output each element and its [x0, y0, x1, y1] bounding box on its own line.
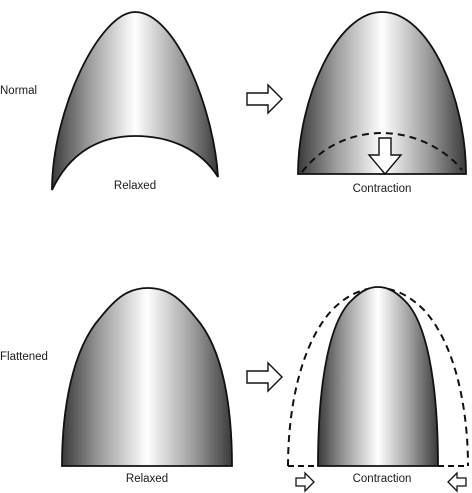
- label-relaxed-flattened: Relaxed: [126, 473, 168, 485]
- inward-arrow-left-icon: [295, 471, 315, 493]
- transition-arrow-icon: [246, 83, 283, 115]
- inward-arrow-right-icon: [447, 471, 467, 493]
- relaxed-outline-dashed: [301, 131, 463, 173]
- normal-contraction-dome: [297, 11, 467, 176]
- dome-shape: [297, 11, 467, 175]
- normal-row: Normal Relaxed Contraction: [0, 11, 467, 195]
- label-contraction-flattened: Contraction: [353, 473, 412, 485]
- label-contraction-normal: Contraction: [353, 183, 412, 195]
- dome-shape: [51, 11, 219, 191]
- row-label-flattened: Flattened: [0, 351, 48, 363]
- flattened-relaxed-dome: [61, 287, 233, 467]
- row-label-normal: Normal: [0, 85, 37, 97]
- flattened-row: Flattened Relaxed Contraction: [0, 286, 469, 493]
- label-relaxed-normal: Relaxed: [114, 180, 156, 192]
- flattened-contraction-dome: [287, 286, 469, 493]
- down-arrow-icon: [367, 137, 403, 176]
- normal-relaxed-dome: [51, 11, 219, 191]
- dome-shape: [61, 287, 233, 467]
- transition-arrow-icon: [246, 361, 283, 393]
- dome-shape: [317, 286, 439, 467]
